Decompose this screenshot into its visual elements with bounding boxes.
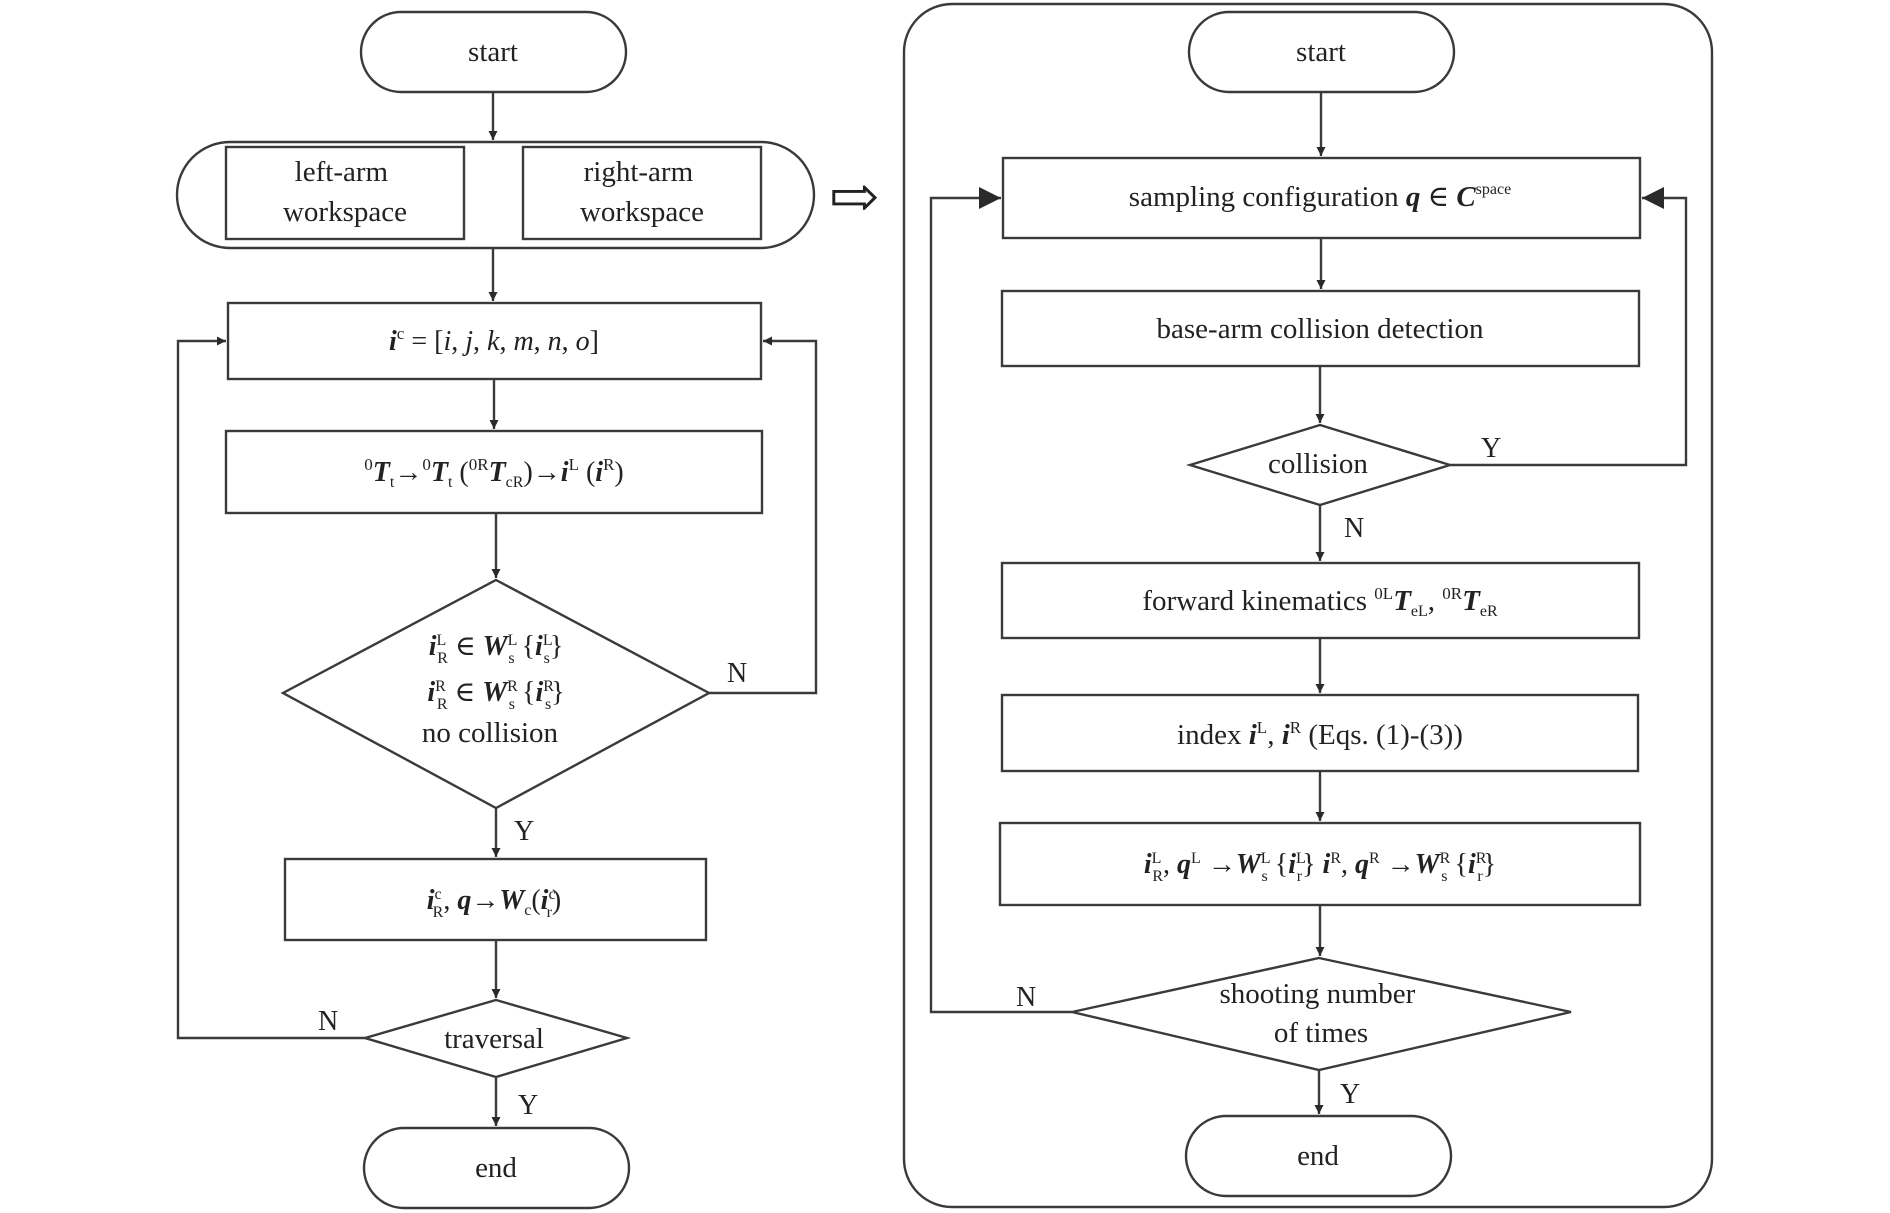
hollow-right-arrow: ⇨ — [829, 164, 879, 230]
traversal-label: traversal — [444, 1023, 544, 1055]
sampling-box — [1001, 156, 1642, 240]
shooting-yes-label: Y — [1340, 1079, 1360, 1110]
left-end-terminal — [362, 1126, 631, 1210]
traversal-yes-label: Y — [518, 1090, 538, 1121]
shooting-label: shooting number of times — [1220, 978, 1423, 1049]
right-end-terminal — [1184, 1114, 1453, 1198]
index-combination-formula: ic = [i, j, k, m, n, o] — [389, 324, 599, 357]
shooting-no-label: N — [1016, 982, 1036, 1013]
left-start-label: start — [468, 36, 518, 68]
collision-no-label: N — [1344, 513, 1364, 544]
right-loop-collision-yes — [1450, 187, 1688, 467]
left-loop-traversal-no — [176, 336, 365, 1040]
right-loop-shooting-no — [929, 187, 1072, 1014]
left-end-label: end — [475, 1152, 517, 1184]
right-arm-workspace-label: right-arm workspace — [580, 156, 704, 228]
forward-kinematics-label: forward kinematics 0LTeL, 0RTeR — [1142, 584, 1498, 620]
transform-formula: 0Tt→0Tt (0RTcR)→iL (iR) — [364, 455, 623, 491]
store-workspace-box — [283, 857, 708, 942]
decision-no-label: N — [727, 658, 747, 689]
forward-kinematics-box — [1000, 561, 1641, 640]
left-flowchart: start left-arm workspace right-arm works… — [175, 10, 818, 1210]
decision-line-collision: no collision — [422, 717, 559, 749]
right-start-label: start — [1296, 36, 1346, 68]
right-flowchart: start sampling configuration q ∈ Cspace … — [902, 2, 1714, 1209]
left-arm-workspace-box — [224, 145, 466, 241]
collision-yes-label: Y — [1481, 433, 1501, 464]
traversal-no-label: N — [318, 1006, 338, 1037]
left-loop-decision-no — [709, 336, 818, 695]
transform-box — [224, 429, 764, 515]
right-end-label: end — [1297, 1140, 1339, 1172]
decision-yes-label: Y — [514, 816, 534, 847]
base-arm-collision-box — [1000, 289, 1641, 368]
index-label: index iL, iR (Eqs. (1)-(3)) — [1177, 718, 1463, 751]
base-arm-collision-label: base-arm collision detection — [1157, 313, 1484, 345]
left-arm-workspace-label: left-arm workspace — [283, 156, 407, 228]
index-combination-box — [226, 301, 763, 381]
sampling-label: sampling configuration q ∈ Cspace — [1129, 181, 1511, 213]
collision-label: collision — [1268, 448, 1368, 480]
right-arm-workspace-box — [521, 145, 763, 241]
